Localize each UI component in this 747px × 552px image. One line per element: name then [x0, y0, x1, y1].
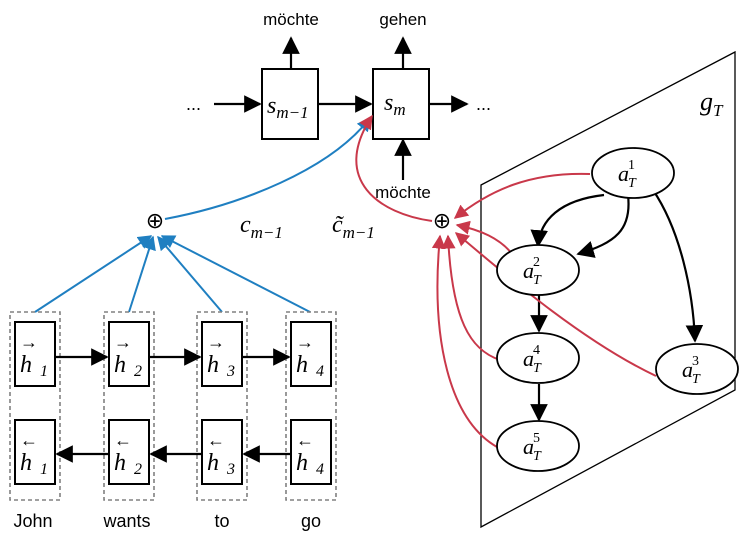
decoder-state-prev-label: sm−1 [267, 93, 309, 122]
svg-text:h: h [114, 352, 126, 378]
svg-text:h: h [296, 352, 308, 378]
svg-text:h: h [207, 352, 219, 378]
red-edge-a1 [453, 172, 591, 219]
red-edge-a3 [454, 232, 657, 377]
svg-text:←: ← [296, 430, 314, 450]
forward-state-4 [290, 321, 332, 387]
word-1: John [13, 511, 52, 531]
blue-arrow-h2 [128, 235, 156, 313]
graph-plane [480, 50, 736, 529]
red-plus: ⊕ [433, 208, 451, 233]
edge-a1-a2-b [576, 194, 630, 258]
backward-label-3: ← h 3 [207, 430, 235, 478]
graph-node-2 [496, 244, 580, 296]
svg-text:→: → [207, 332, 225, 352]
graph-node-4 [496, 332, 580, 384]
forward-label-2: → h 2 [114, 332, 142, 380]
encoder-group-2 [103, 311, 155, 501]
svg-text:←: ← [207, 430, 225, 450]
svg-text:2: 2 [134, 363, 142, 380]
graph-node-5 [496, 420, 580, 472]
blue-plus: ⊕ [146, 208, 164, 233]
forward-label-3: → h 3 [207, 332, 235, 380]
dots-left: ... [186, 94, 201, 114]
blue-arrow-h1 [34, 235, 153, 313]
svg-text:4: 4 [316, 461, 324, 478]
encoder-group-4 [285, 311, 337, 501]
c-prev-label: cm−1 [240, 212, 283, 242]
word-3: to [214, 511, 229, 531]
input-word: möchte [375, 183, 431, 202]
decoder-state-current-label: sm [384, 90, 406, 119]
edge-a1-a3 [652, 189, 704, 343]
svg-text:3: 3 [226, 461, 235, 478]
svg-text:h: h [20, 450, 32, 476]
blue-arrow-h4 [160, 235, 311, 313]
graph-node-3 [655, 343, 739, 395]
dots-right: ... [476, 94, 491, 114]
svg-text:h: h [296, 450, 308, 476]
svg-text:h: h [20, 352, 32, 378]
backward-label-2: ← h 2 [114, 430, 142, 478]
svg-text:2: 2 [134, 461, 142, 478]
decoder-state-current [372, 68, 430, 140]
word-2: wants [102, 511, 150, 531]
backward-label-4: ← h 4 [296, 430, 324, 478]
word-4: go [301, 511, 321, 531]
blue-context-arrow [164, 116, 371, 220]
red-context-arrow [355, 114, 433, 222]
encoder-group-3 [196, 311, 248, 501]
ctilde-label: c̃m−1 [332, 212, 375, 242]
backward-label-1: ← h 1 [20, 430, 48, 478]
decoder-state-prev [261, 68, 319, 140]
svg-text:1: 1 [40, 461, 48, 478]
forward-state-2 [108, 321, 150, 387]
red-edge-a2 [455, 220, 514, 256]
svg-text:→: → [296, 332, 314, 352]
encoder-group-1 [9, 311, 61, 501]
svg-text:4: 4 [316, 363, 324, 380]
svg-text:→: → [114, 332, 132, 352]
graph-node-1 [591, 147, 675, 199]
svg-text:←: ← [20, 430, 38, 450]
edge-a1-a2 [530, 193, 605, 248]
forward-state-1 [14, 321, 56, 387]
svg-text:h: h [114, 450, 126, 476]
output-word-2: gehen [379, 10, 426, 29]
red-edge-a5 [431, 234, 498, 448]
svg-text:3: 3 [226, 363, 235, 380]
output-word-1: möchte [263, 10, 319, 29]
svg-text:←: ← [114, 430, 132, 450]
forward-label-1: → h 1 [20, 332, 48, 380]
g-label: gT [700, 87, 724, 120]
svg-text:1: 1 [40, 363, 48, 380]
backward-state-3 [201, 419, 243, 485]
forward-state-3 [201, 321, 243, 387]
backward-state-4 [290, 419, 332, 485]
blue-arrow-h3 [157, 235, 223, 313]
red-edge-a4 [441, 234, 501, 361]
svg-text:→: → [20, 332, 38, 352]
backward-state-2 [108, 419, 150, 485]
svg-text:h: h [207, 450, 219, 476]
forward-label-4: → h 4 [296, 332, 324, 380]
backward-state-1 [14, 419, 56, 485]
